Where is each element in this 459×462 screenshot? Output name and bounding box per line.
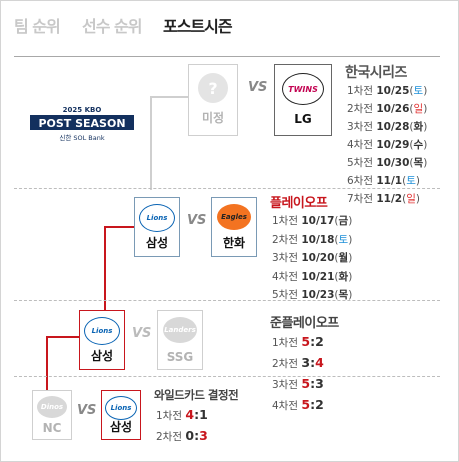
ks-team-lg-card[interactable]: TWINS LG — [274, 64, 332, 136]
ks-game-3: 3차전 10/28(화) — [347, 121, 428, 133]
po-game-2: 2차전 10/18(토) — [272, 233, 353, 246]
korean-series-schedule: 1차전 10/25(토) 2차전 10/26(일) 3차전 10/28(화) 4… — [347, 82, 427, 208]
po-game-4: 4차전 10/21(화) — [272, 270, 353, 283]
team-name: 삼성 — [145, 236, 169, 250]
bracket-line-wc — [46, 336, 48, 390]
team-name: 한화 — [222, 236, 246, 250]
wildcard-results: 1차전 4:1 2차전 0:3 — [156, 405, 208, 447]
tab-postseason[interactable]: 포스트시즌 — [163, 17, 233, 36]
po-game-1: 1차전 10/17(금) — [272, 215, 353, 227]
ks-game-5: 5차전 10/30(목) — [347, 157, 428, 169]
team-name: 삼성 — [109, 420, 133, 434]
tab-player-rank[interactable]: 선수 순위 — [82, 17, 142, 36]
section-divider — [14, 300, 440, 301]
spo-game-2: 2차전 3:4 — [272, 355, 324, 370]
po-game-3: 3차전 10/20(월) — [272, 252, 353, 264]
po-team-hanwha-card[interactable]: Eagles 한화 — [211, 197, 257, 257]
spo-game-4: 4차전 5:2 — [272, 397, 324, 412]
team-name: LG — [294, 112, 312, 126]
team-name: SSG — [166, 350, 194, 364]
ks-team-tbd-card[interactable]: ? 미정 — [188, 64, 238, 136]
spo-team-ssg-card[interactable]: Landers SSG — [157, 310, 203, 370]
kbo-postseason-logo: 2025 KBO POST SEASON 신한 SOL Bank — [30, 106, 134, 142]
section-divider — [14, 376, 440, 377]
po-game-5: 5차전 10/23(목) — [272, 289, 353, 301]
wc-game-2: 2차전 0:3 — [156, 428, 208, 443]
vs-label: VS — [77, 403, 97, 418]
wc-game-1: 1차전 4:1 — [156, 407, 208, 422]
bracket-line-ks — [150, 96, 152, 190]
team-name: 미정 — [201, 111, 225, 125]
bracket-line-po — [104, 226, 106, 302]
bracket-line-po-h — [104, 226, 134, 228]
korean-series-title: 한국시리즈 — [345, 65, 407, 81]
eagles-logo-icon: Eagles — [217, 204, 251, 230]
semi-playoff-title: 준플레이오프 — [270, 316, 339, 331]
vs-label: VS — [248, 80, 268, 95]
team-name: NC — [42, 421, 62, 435]
ks-game-2: 2차전 10/26(일) — [347, 103, 428, 115]
bracket-line-ks-h — [150, 96, 188, 98]
vs-label: VS — [132, 326, 152, 341]
spo-game-3: 3차전 5:3 — [272, 376, 324, 391]
bracket-line-spo-h — [46, 336, 80, 338]
po-team-samsung-card[interactable]: Lions 삼성 — [134, 197, 180, 257]
wc-team-samsung-card[interactable]: Lions 삼성 — [101, 390, 141, 440]
lions-logo-icon: Lions — [84, 317, 120, 345]
twins-logo-icon: TWINS — [282, 73, 324, 105]
ks-game-4: 4차전 10/29(수) — [347, 139, 428, 151]
lions-logo-icon: Lions — [105, 396, 137, 420]
svg-text:신한 SOL Bank: 신한 SOL Bank — [59, 133, 105, 142]
section-divider — [14, 188, 440, 189]
playoff-schedule: 1차전 10/17(금) 2차전 10/18(토) 3차전 10/20(월) 4… — [272, 212, 352, 305]
playoff-title: 플레이오프 — [270, 196, 328, 211]
ks-game-7: 7차전 11/2(일) — [347, 193, 421, 205]
lions-logo-icon: Lions — [139, 204, 175, 232]
ks-game-1: 1차전 10/25(토) — [347, 85, 428, 97]
wildcard-title: 와일드카드 결정전 — [154, 388, 239, 402]
svg-text:2025 KBO: 2025 KBO — [63, 106, 102, 114]
dinos-logo-icon: Dinos — [37, 396, 67, 418]
spo-game-1: 1차전 5:2 — [272, 334, 324, 349]
svg-text:POST SEASON: POST SEASON — [38, 117, 125, 130]
semi-playoff-results: 1차전 5:2 2차전 3:4 3차전 5:3 4차전 5:2 — [272, 332, 324, 416]
landers-logo-icon: Landers — [163, 317, 197, 343]
wc-team-nc-card[interactable]: Dinos NC — [32, 390, 72, 440]
team-name: 삼성 — [90, 349, 114, 363]
tab-divider — [14, 56, 440, 57]
tab-team-rank[interactable]: 팀 순위 — [14, 17, 61, 36]
spo-team-samsung-card[interactable]: Lions 삼성 — [79, 310, 125, 370]
vs-label: VS — [187, 213, 207, 228]
ks-game-6: 6차전 11/1(토) — [347, 175, 421, 187]
question-mark-icon: ? — [198, 73, 228, 103]
